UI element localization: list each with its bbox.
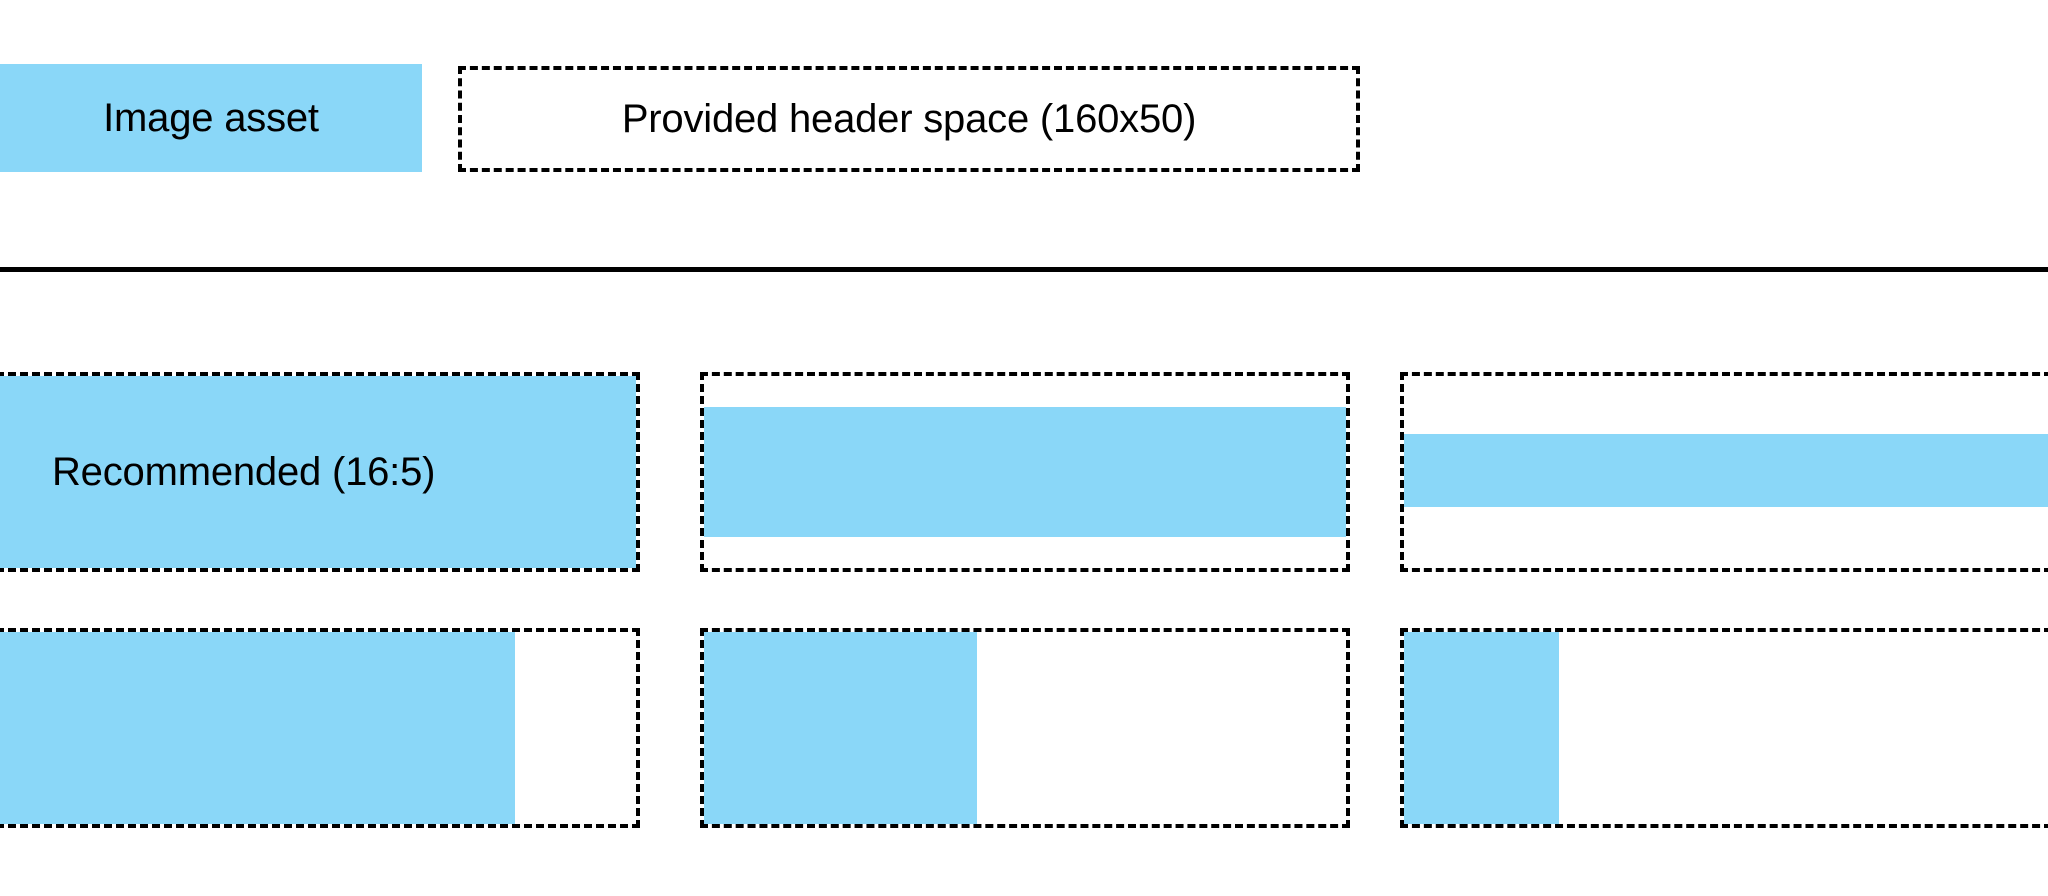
header-band: Image asset Provided header space (160x5… xyxy=(0,0,2048,272)
cell-pillarbox-narrow xyxy=(1400,628,2048,828)
image-fill-pillarbox-medium xyxy=(704,632,977,824)
cell-letterbox-short xyxy=(1400,372,2048,572)
image-fill-recommended xyxy=(0,376,636,568)
image-fill-pillarbox-wide xyxy=(0,632,516,824)
image-asset-swatch: Image asset xyxy=(0,64,422,172)
cell-letterbox-medium xyxy=(700,372,1350,572)
image-fill-pillarbox-narrow xyxy=(1404,632,1559,824)
aspect-ratio-grid: Recommended (16:5) xyxy=(0,268,2048,896)
provided-header-space-box: Provided header space (160x50) xyxy=(458,66,1360,172)
image-asset-label: Image asset xyxy=(103,96,319,140)
image-fill-letterbox-medium xyxy=(704,406,1346,538)
cell-recommended: Recommended (16:5) xyxy=(0,372,640,572)
image-fill-letterbox-short xyxy=(1404,433,2048,507)
section-divider xyxy=(0,267,2048,272)
cell-pillarbox-wide xyxy=(0,628,640,828)
cell-pillarbox-medium xyxy=(700,628,1350,828)
provided-header-space-label: Provided header space (160x50) xyxy=(621,97,1197,141)
